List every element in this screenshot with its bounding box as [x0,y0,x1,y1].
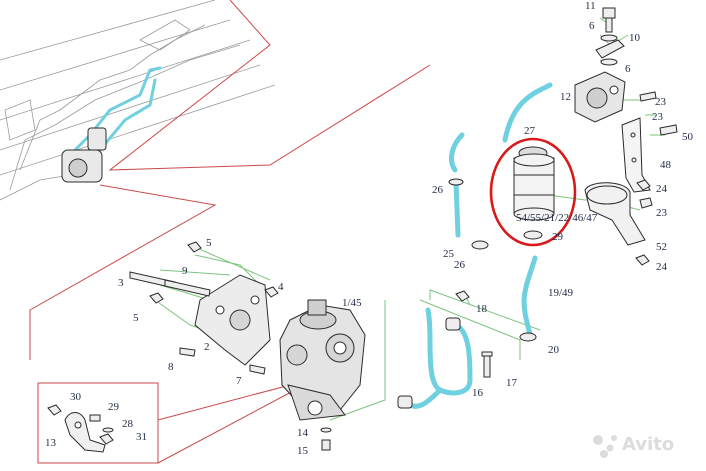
label-6a: 6 [589,20,595,32]
valve-12 [574,71,626,123]
label-48: 48 [660,159,672,171]
nut-24b [635,254,650,266]
chassis-gearbox [61,127,107,183]
label-6b: 6 [625,63,631,75]
elbow-10 [595,39,625,59]
washer-6a [600,34,618,42]
detail-frame-lines [29,0,431,464]
label-3: 3 [118,277,124,289]
bolt-23c [639,197,653,209]
label-26a: 26 [432,184,444,196]
bracket-48 [621,117,651,193]
reservoir-filter [513,146,555,221]
label-17: 17 [506,377,518,389]
label-31: 31 [136,431,147,443]
label-18: 18 [476,303,488,315]
label-1-45: 1/45 [342,297,362,309]
label-19-49: 19/49 [548,287,574,299]
label-28: 28 [122,418,134,430]
highlight-circle [489,137,577,247]
washer-6b [600,58,618,66]
bolt-17 [481,351,493,378]
washer-28 [102,427,114,433]
hose-27 [449,82,553,173]
label-2: 2 [204,341,210,353]
label-13: 13 [45,437,57,449]
nut-4 [264,286,279,298]
clamp-25 [471,240,489,250]
hose-26a [453,179,461,238]
label-23b: 23 [652,111,664,123]
label-20: 20 [548,344,560,356]
label-29: 29 [552,231,564,243]
label-10: 10 [629,32,641,44]
fitting-14 [320,427,332,433]
bolt-8 [179,347,196,357]
label-50: 50 [682,131,694,143]
clamp-26a [448,178,464,186]
steering-gear [279,299,366,421]
bolt-50 [659,124,678,136]
mounting-bracket-2 [194,274,271,366]
label-9: 9 [182,265,188,277]
label-5a: 5 [206,237,212,249]
label-24a: 24 [656,183,668,195]
bolt-29b [89,414,101,422]
bolt-9 [164,279,211,297]
avito-watermark: Avito [593,434,674,458]
hose-16 [407,307,473,409]
label-7: 7 [236,375,242,387]
label-29b: 29 [108,401,120,413]
label-16: 16 [472,387,484,399]
watermark-text: Avito [622,434,674,455]
label-4: 4 [278,281,284,293]
part-labels: 11 6 10 6 12 23 23 50 48 27 26 24 23 54/… [45,0,694,457]
label-5b: 5 [133,312,139,324]
label-15: 15 [297,445,309,457]
label-12: 12 [560,91,571,103]
chassis-frame [0,0,276,201]
label-23c: 23 [656,207,668,219]
label-8: 8 [168,361,174,373]
label-54: 54/55/21/22/46/47 [516,212,598,224]
fitting-16-end [397,317,461,409]
bolt-18 [455,290,470,302]
label-30: 30 [70,391,82,403]
fitting-11 [602,7,616,33]
fitting-15 [321,439,331,451]
bolt-23a [639,91,657,102]
nut-31 [99,433,114,445]
bracket-13 [64,412,106,453]
nut-5b [149,292,164,304]
nut-5a [187,241,202,253]
label-23a: 23 [655,96,667,108]
label-11: 11 [585,0,596,12]
label-27: 27 [524,125,536,137]
clamp-20 [519,332,537,342]
label-25: 25 [443,248,455,260]
label-26b: 26 [454,259,466,271]
clamp-29 [523,230,543,240]
clamp-bracket-52 [584,182,646,246]
bolt-7 [249,364,266,375]
label-24b: 24 [656,261,668,273]
nut-24a [636,179,651,191]
label-14: 14 [297,427,309,439]
hose-19-49 [521,255,538,338]
bolt-30 [47,404,62,416]
label-52: 52 [656,241,667,253]
